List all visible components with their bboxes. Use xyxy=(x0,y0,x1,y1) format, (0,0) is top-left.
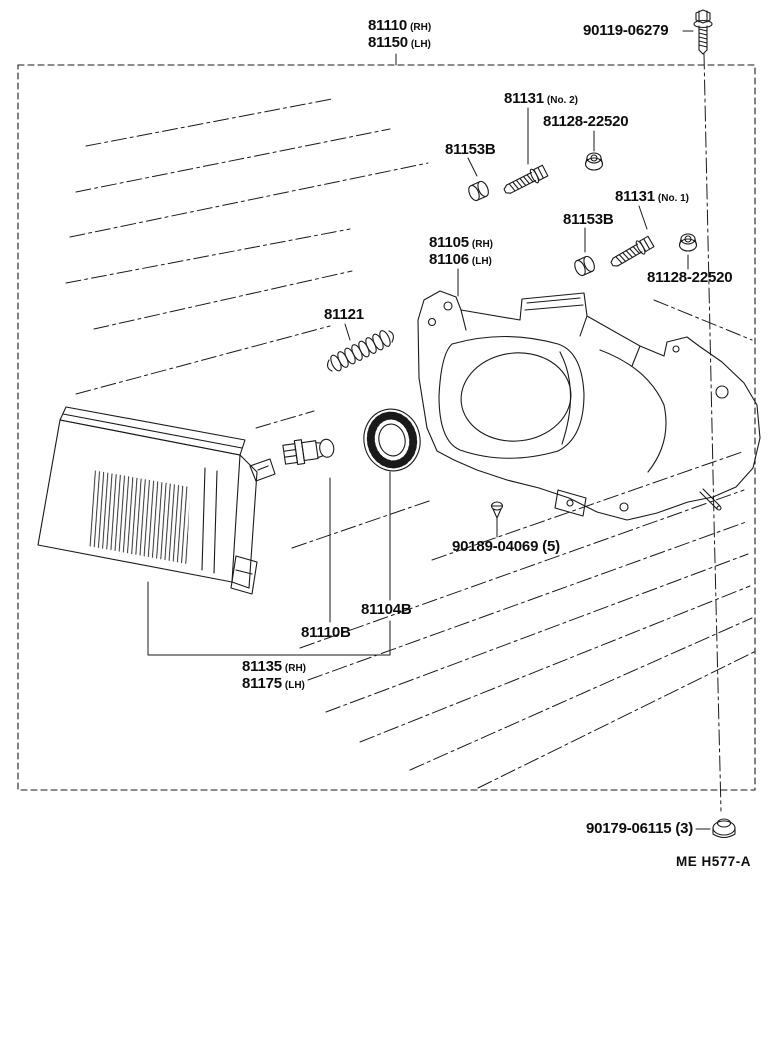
nut-no1-icon xyxy=(678,233,698,252)
figure-code: ME H577-A xyxy=(676,853,751,870)
part-side-tag: (RH) xyxy=(410,22,432,33)
bolt-axis-centerline xyxy=(703,53,722,812)
grommet-b-icon xyxy=(574,255,595,277)
part-side-tag: (RH) xyxy=(284,663,306,674)
part-number: 81131 xyxy=(504,90,544,107)
body-contour-lines xyxy=(65,98,755,789)
part-note-tag: (No. 1) xyxy=(657,193,689,204)
boundary-box xyxy=(17,64,756,791)
part-number: 81106 xyxy=(429,251,469,268)
part-number: 81110 xyxy=(368,17,408,34)
figure-code-text: ME H577-A xyxy=(676,854,752,869)
part-side-tag: (LH) xyxy=(410,39,431,50)
label-spring: 81121 xyxy=(324,306,364,323)
bulb-icon xyxy=(282,438,335,465)
part-side-tag: (LH) xyxy=(284,680,305,691)
part-number: 81175 xyxy=(242,675,282,692)
part-note-tag: (No. 2) xyxy=(546,95,578,106)
screw-icon xyxy=(490,501,504,519)
part-number: 81121 xyxy=(324,306,364,323)
ring-icon xyxy=(363,408,421,472)
part-number: 81110B xyxy=(301,624,351,641)
bolt-no1-icon xyxy=(610,235,655,267)
part-side-tag: (LH) xyxy=(471,256,492,267)
part-number: 81135 xyxy=(242,658,282,675)
part-number: 81150 xyxy=(368,34,408,51)
label-bottom-nut: 90179-06115 (3) xyxy=(586,820,693,837)
part-number: 81153B xyxy=(563,211,614,228)
part-number: 90189-04069 (5) xyxy=(452,538,560,555)
lens-drawing xyxy=(37,406,276,595)
label-lens: 81135(RH) 81175(LH) xyxy=(242,658,306,692)
top-bolt-icon xyxy=(693,9,713,55)
spring-icon xyxy=(326,330,395,372)
leader-lines xyxy=(147,30,711,830)
label-bolt-no2: 81131(No. 2) xyxy=(504,90,578,109)
label-headlamp-assy: 81110(RH) 81150(LH) xyxy=(368,17,431,51)
label-screw: 90189-04069 (5) xyxy=(452,538,560,555)
label-bolt-no1: 81131(No. 1) xyxy=(615,188,689,207)
nut-no2-icon xyxy=(584,152,604,171)
part-number: 90119-06279 xyxy=(583,22,669,39)
part-number: 81105 xyxy=(429,234,469,251)
part-number: 81128-22520 xyxy=(647,269,733,286)
bolt-no2-icon xyxy=(503,164,549,194)
label-bulb: 81110B xyxy=(301,624,351,641)
part-number: 81104B xyxy=(361,601,412,618)
label-nut-no1: 81128-22520 xyxy=(647,269,733,286)
housing-drawing xyxy=(417,290,761,521)
grommet-a-icon xyxy=(468,180,489,202)
label-housing: 81105(RH) 81106(LH) xyxy=(429,234,493,268)
label-top-bolt: 90119-06279 xyxy=(583,22,669,39)
part-number: 90179-06115 (3) xyxy=(586,820,694,837)
label-ring: 81104B xyxy=(361,601,412,618)
label-grommet-b: 81153B xyxy=(563,211,614,228)
part-number: 81131 xyxy=(615,188,655,205)
bottom-nut-icon xyxy=(712,818,736,839)
label-grommet-a: 81153B xyxy=(445,141,496,158)
part-number: 81128-22520 xyxy=(543,113,629,130)
part-number: 81153B xyxy=(445,141,496,158)
part-side-tag: (RH) xyxy=(471,239,493,250)
label-nut-no2: 81128-22520 xyxy=(543,113,629,130)
